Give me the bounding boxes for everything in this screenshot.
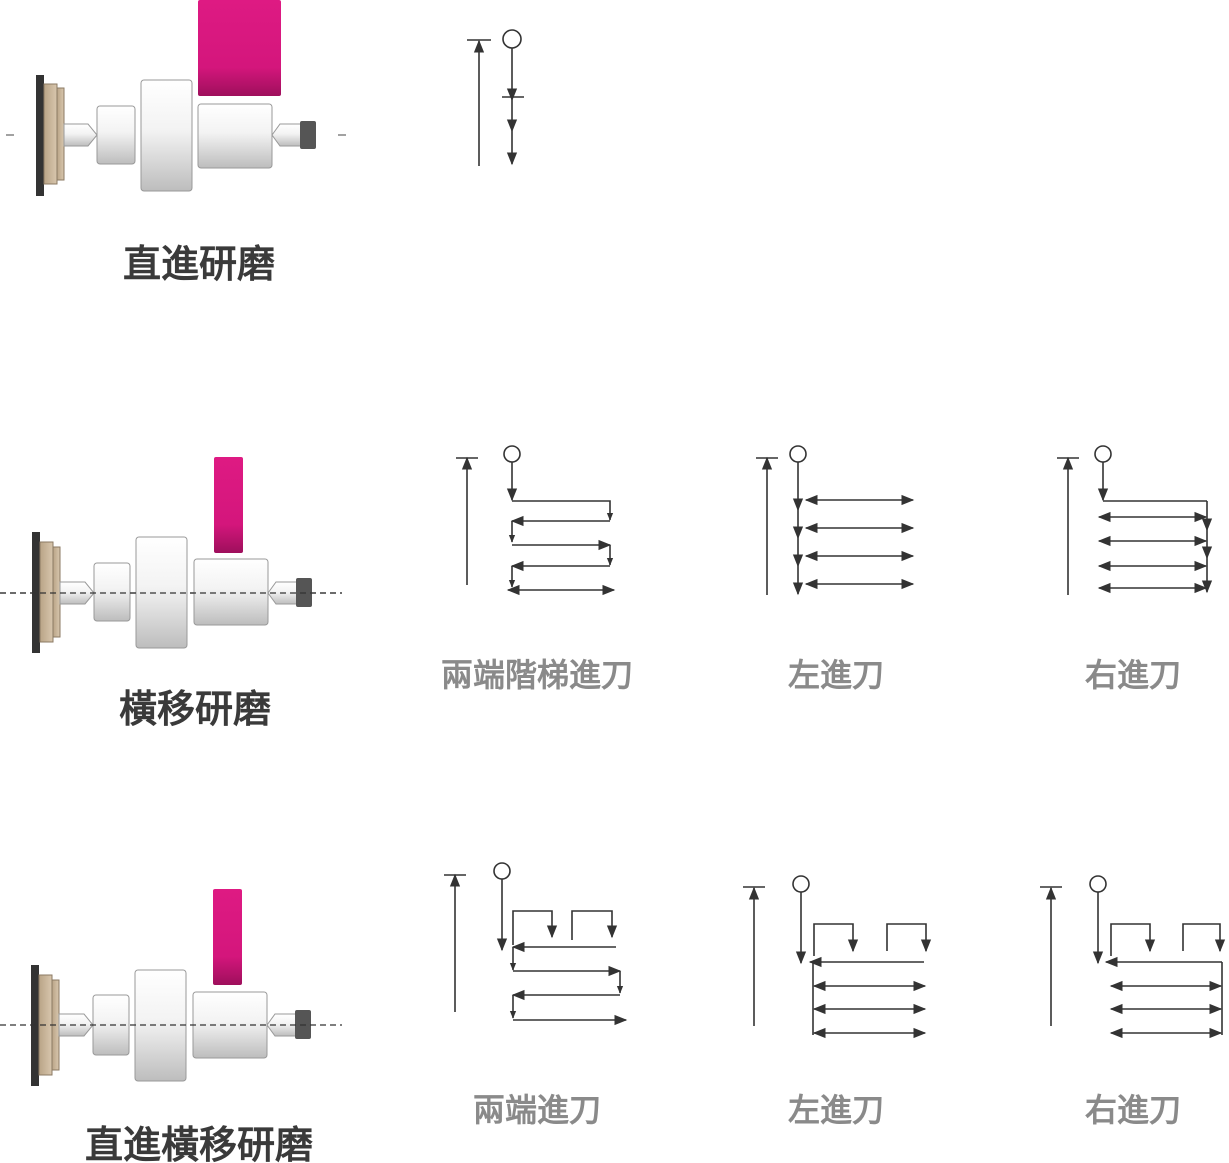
feed-path-plunge: [467, 29, 524, 166]
chuck-plate: [36, 75, 44, 196]
pattern-label-left-feed: 左進刀: [788, 1091, 884, 1129]
feed-path-both-step: [456, 445, 616, 596]
feed-path-left-feed: [756, 445, 915, 596]
machine-illustration-traverse: [0, 457, 342, 653]
grinding-wheel: [213, 889, 242, 985]
mode-title-traverse: 橫移研磨: [119, 687, 271, 731]
machine-illustration-direct: [6, 0, 346, 196]
pattern-label-both-step: 兩端階梯進刀: [441, 656, 633, 694]
mode-title-direct-traverse: 直進橫移研磨: [85, 1123, 313, 1163]
grinding-wheel: [214, 457, 243, 553]
pattern-label-both-feed: 兩端進刀: [473, 1091, 601, 1129]
mode-title-direct: 直進研磨: [123, 242, 275, 286]
pattern-label-right-feed: 右進刀: [1085, 1091, 1181, 1129]
pattern-label-left-feed: 左進刀: [788, 656, 884, 694]
feed-path-right-feed-2: [1040, 875, 1226, 1039]
feed-path-both-feed: [444, 862, 628, 1026]
feed-path-left-feed-2: [743, 875, 932, 1039]
feed-path-right-feed: [1057, 445, 1213, 595]
machine-illustration-direct-traverse: [0, 889, 342, 1086]
pattern-label-right-feed: 右進刀: [1085, 656, 1181, 694]
grinding-wheel: [198, 0, 281, 96]
